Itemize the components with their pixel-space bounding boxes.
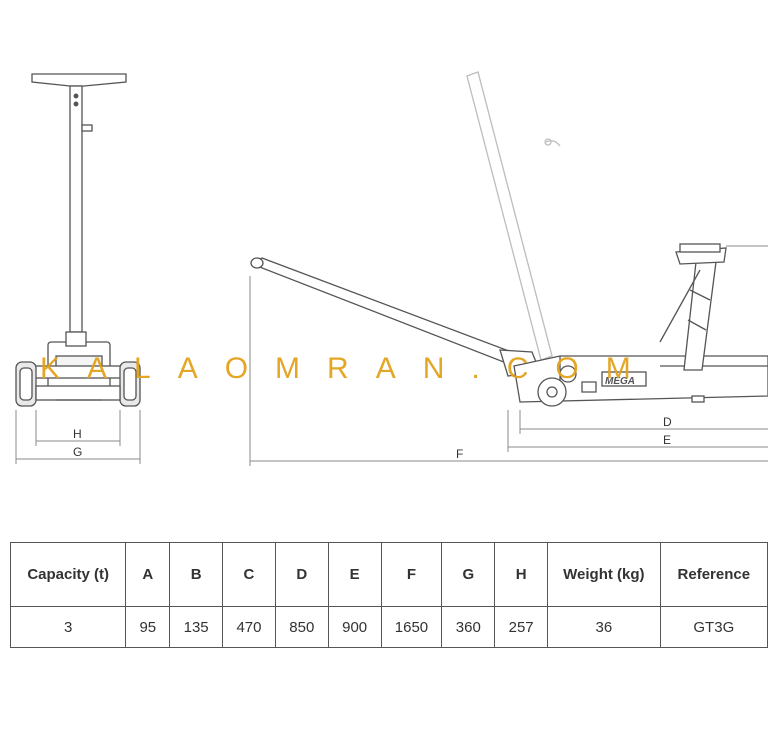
side-lifting-arm [659, 243, 727, 371]
header-g: G [441, 542, 496, 607]
dimension-label-d: D [663, 415, 672, 429]
header-capacity: Capacity (t) [9, 542, 127, 607]
header-f: F [380, 542, 443, 607]
header-b: B [169, 542, 224, 607]
cell-weight: 36 [547, 606, 661, 648]
cell-d: 850 [274, 606, 329, 648]
front-handle-shaft [69, 85, 83, 333]
header-reference: Reference [659, 542, 768, 607]
specification-table: Capacity (t) A B C D E F G H Weight (kg)… [9, 542, 768, 648]
dimension-label-h: H [73, 427, 82, 441]
machine-badge-plate [601, 371, 647, 387]
header-d: D [274, 542, 329, 607]
cell-b: 135 [169, 606, 224, 648]
cell-f: 1650 [380, 606, 443, 648]
dimension-label-e: E [663, 433, 671, 447]
table-row: 3 95 135 470 850 900 1650 360 257 36 GT3… [9, 606, 768, 648]
dimension-label-g: G [73, 445, 82, 459]
side-chassis [513, 355, 768, 407]
dimension-label-f: F [456, 447, 463, 461]
cell-c: 470 [222, 606, 276, 648]
cell-g: 360 [441, 606, 496, 648]
header-a: A [125, 542, 171, 607]
front-view [15, 73, 141, 407]
front-dimensions [15, 410, 141, 464]
technical-drawing: H G MEGA [15, 71, 768, 466]
cell-capacity: 3 [9, 606, 127, 648]
front-handle-grip [31, 73, 127, 87]
cell-e: 900 [327, 606, 382, 648]
header-c: C [222, 542, 276, 607]
table-header-row: Capacity (t) A B C D E F G H Weight (kg)… [9, 542, 768, 607]
side-dimensions [249, 245, 768, 466]
header-h: H [494, 542, 549, 607]
header-weight: Weight (kg) [547, 542, 661, 607]
side-handle-lowered [250, 257, 541, 377]
cell-a: 95 [125, 606, 171, 648]
machine-badge-text: MEGA [605, 376, 635, 387]
cell-h: 257 [494, 606, 549, 648]
cell-reference: GT3G [659, 606, 768, 648]
header-e: E [327, 542, 382, 607]
side-handle-raised-ghost [466, 71, 561, 361]
side-saddle [679, 243, 721, 253]
